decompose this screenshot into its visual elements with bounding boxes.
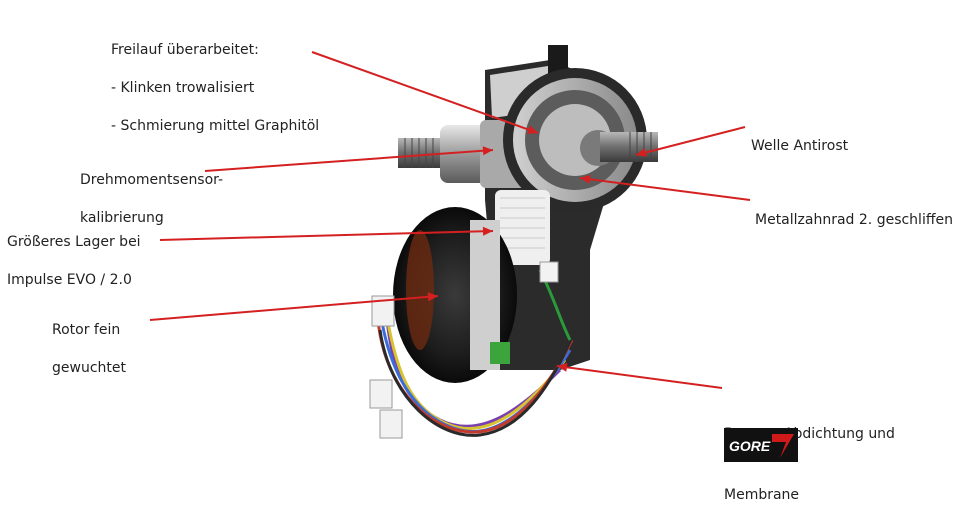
- label-zahnrad: Metallzahnrad 2. geschliffen: [755, 212, 953, 228]
- arrow-zahnrad: [579, 174, 751, 201]
- annotation-arrows: [149, 51, 751, 389]
- arrow-lager: [159, 226, 494, 241]
- rotor: [393, 207, 517, 383]
- label-freilauf: Freilauf überarbeitet: - Klinken trowali…: [111, 42, 320, 134]
- arrow-freilauf: [311, 51, 539, 134]
- label-drehmomentsensor: Drehmomentsensor- kalibrierung: [80, 172, 224, 226]
- wiring: [376, 269, 577, 437]
- connectors: [369, 261, 559, 439]
- arrow-welle: [635, 126, 746, 157]
- label-membrane: Membrane: [724, 487, 800, 503]
- gore-logo: GORE: [724, 428, 798, 462]
- label-lager: Größeres Lager bei Impulse EVO / 2.0: [7, 234, 141, 288]
- bearing: [495, 190, 550, 265]
- right-shaft: [600, 132, 658, 162]
- arrow-drehmoment: [204, 146, 494, 172]
- label-welle: Welle Antirost: [751, 138, 849, 154]
- svg-text:GORE: GORE: [729, 438, 771, 454]
- arrow-abdichtung: [556, 362, 723, 389]
- label-rotor: Rotor fein gewuchtet: [52, 322, 126, 376]
- arrow-rotor: [149, 292, 439, 321]
